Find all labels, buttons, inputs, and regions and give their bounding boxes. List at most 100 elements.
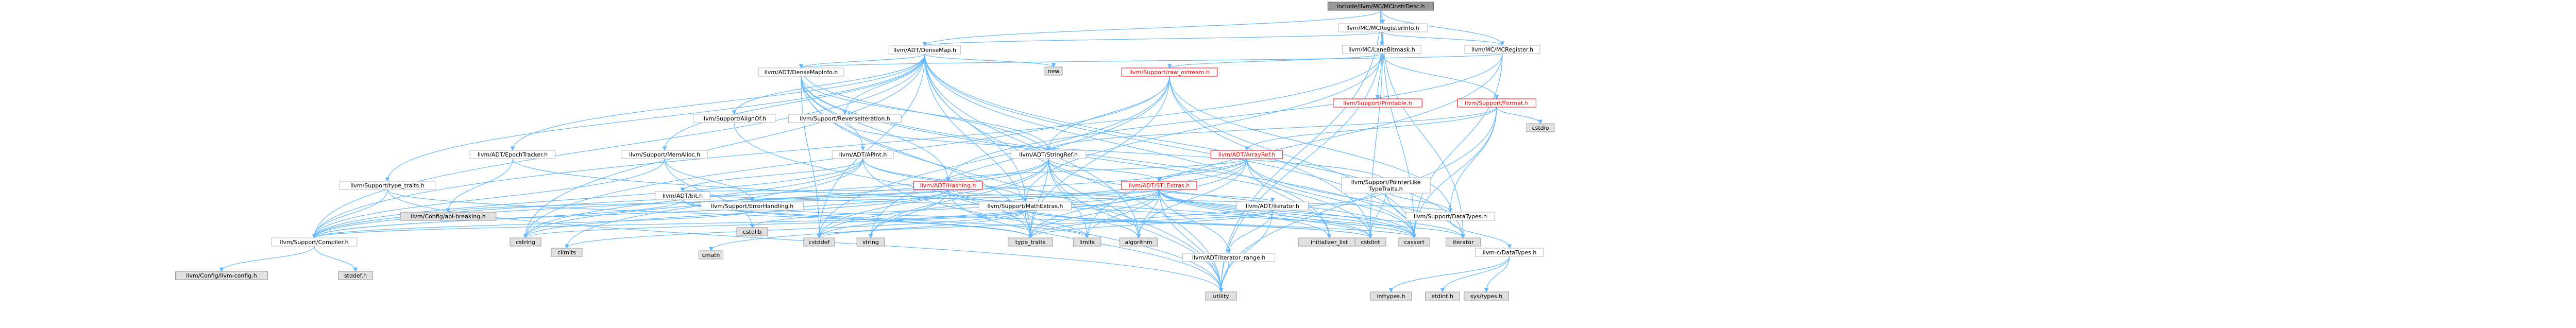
header-node[interactable]: llvm/MC/LaneBitmask.h: [1342, 45, 1421, 54]
node-box: [1121, 67, 1218, 77]
node-box: [736, 227, 768, 236]
header-node[interactable]: iterator: [1446, 237, 1481, 247]
header-node[interactable]: cstdint: [1354, 237, 1386, 247]
header-node[interactable]: llvm/MC/MCRegister.h: [1464, 45, 1540, 54]
dependency-edge: [312, 210, 753, 239]
header-node[interactable]: llvm/Support/raw_ostream.h: [1121, 67, 1218, 77]
header-node[interactable]: llvm/Support/Printable.h: [1333, 98, 1422, 108]
header-node[interactable]: llvm/ADT/iterator_range.h: [1182, 253, 1275, 262]
header-node[interactable]: llvm/ADT/iterator.h: [1236, 201, 1309, 211]
dependency-edge: [1218, 261, 1229, 293]
node-label: llvm/Support/MemAlloc.h: [629, 151, 700, 158]
node-box: [1464, 45, 1540, 54]
header-node[interactable]: stdint.h: [1425, 291, 1460, 301]
dependency-edge: [446, 158, 513, 213]
node-label: llvm/ADT/EpochTracker.h: [478, 151, 548, 158]
header-node[interactable]: cmath: [699, 250, 723, 260]
header-node[interactable]: sys/types.h: [1464, 291, 1509, 301]
dependency-edge: [385, 54, 925, 182]
header-node[interactable]: llvm/Support/AlignOf.h: [692, 114, 776, 123]
header-node[interactable]: llvm/ADT/EpochTracker.h: [469, 150, 556, 159]
node-box: [1182, 253, 1275, 262]
node-label: llvm/ADT/DenseMap.h: [893, 47, 956, 54]
node-label: llvm/Support/DataTypes.h: [1414, 213, 1487, 220]
header-node[interactable]: llvm/MC/MCRegisterInfo.h: [1338, 23, 1428, 32]
header-node[interactable]: llvm/Config/abi-breaking.h: [400, 212, 497, 221]
node-label: llvm/Support/Compiler.h: [280, 239, 348, 246]
node-box: [1338, 23, 1428, 32]
header-node[interactable]: new: [1044, 66, 1063, 76]
node-label: llvm/Support/Printable.h: [1343, 100, 1412, 107]
dependency-edge: [523, 210, 1026, 239]
dependency-edge: [1226, 210, 1273, 254]
header-node[interactable]: llvm/ADT/APInt.h: [832, 150, 894, 159]
header-node[interactable]: llvm/Config/llvm-config.h: [175, 271, 268, 280]
header-node[interactable]: llvm/ADT/DenseMapInfo.h: [758, 67, 844, 77]
header-node[interactable]: utility: [1205, 291, 1237, 301]
header-node[interactable]: cstddef: [803, 237, 835, 247]
header-node[interactable]: llvm/ADT/bit.h: [655, 191, 710, 200]
node-label: inttypes.h: [1377, 293, 1405, 300]
dependency-edge: [1046, 107, 1497, 151]
node-box: [1464, 291, 1509, 301]
header-node[interactable]: stddef.h: [338, 271, 373, 280]
node-label: llvm/MC/MCRegisterInfo.h: [1346, 25, 1419, 31]
header-node[interactable]: cstdio: [1526, 123, 1555, 132]
header-node[interactable]: cstdlib: [736, 227, 768, 236]
node-label: llvm/ADT/iterator_range.h: [1192, 254, 1265, 261]
node-label: cstdlib: [743, 229, 761, 235]
header-node[interactable]: llvm/ADT/StringRef.h: [1010, 150, 1087, 159]
header-node[interactable]: llvm/ADT/Hashing.h: [913, 181, 982, 190]
header-node[interactable]: llvm/ADT/ArrayRef.h: [1210, 150, 1283, 159]
node-label: llvm/MC/LaneBitmask.h: [1348, 46, 1415, 53]
header-node[interactable]: inttypes.h: [1370, 291, 1412, 301]
node-label: cstdio: [1532, 125, 1549, 131]
header-node[interactable]: llvm/Support/ReverseIteration.h: [788, 114, 902, 123]
header-node[interactable]: llvm/Support/Format.h: [1457, 98, 1536, 108]
dependency-edge: [799, 54, 925, 69]
header-node[interactable]: llvm/Support/MemAlloc.h: [621, 150, 708, 159]
header-node[interactable]: llvm/ADT/STLExtras.h: [1121, 181, 1197, 190]
header-node[interactable]: limits: [1073, 237, 1101, 247]
header-node[interactable]: cassert: [1398, 237, 1430, 247]
header-node[interactable]: climits: [551, 248, 583, 257]
dependency-edge: [1218, 107, 1497, 293]
header-node[interactable]: llvm/Support/type_traits.h: [339, 181, 436, 190]
header-node[interactable]: initializer_list: [1298, 237, 1361, 247]
header-node[interactable]: llvm/Support/DataTypes.h: [1405, 212, 1495, 221]
node-label: llvm-c/DataTypes.h: [1483, 249, 1537, 256]
header-node[interactable]: type_traits: [1008, 237, 1053, 247]
dependency-edge: [1159, 189, 1275, 203]
header-node[interactable]: string: [856, 237, 885, 247]
dependency-edge: [314, 246, 358, 272]
node-box: [1446, 237, 1481, 247]
header-node[interactable]: llvm-c/DataTypes.h: [1475, 248, 1544, 257]
dependency-edge: [1382, 31, 1505, 46]
node-label: cstring: [516, 239, 535, 246]
header-node[interactable]: cstring: [510, 237, 541, 247]
dependency-edge: [1272, 210, 1466, 239]
node-label: llvm/ADT/DenseMapInfo.h: [765, 69, 838, 76]
dependency-edge: [1025, 210, 1090, 239]
node-box: [1342, 45, 1421, 54]
header-node[interactable]: include/llvm/MC/MCInstrDesc.h: [1327, 2, 1434, 11]
node-box: [1236, 201, 1309, 211]
node-box: [271, 237, 358, 247]
dependency-edge: [312, 158, 665, 239]
node-label: include/llvm/MC/MCInstrDesc.h: [1337, 3, 1425, 10]
dependency-edge: [750, 189, 1160, 203]
node-box: [888, 45, 961, 55]
dependency-edge: [1136, 189, 1160, 239]
dependency-edge: [922, 10, 1381, 47]
header-node[interactable]: algorithm: [1119, 237, 1158, 247]
dependency-edge: [564, 210, 1026, 249]
header-node[interactable]: llvm/ADT/DenseMap.h: [888, 45, 961, 55]
node-label: llvm/MC/MCRegister.h: [1471, 46, 1533, 53]
node-label: climits: [557, 249, 576, 256]
header-node[interactable]: llvm/Support/MathExtras.h: [979, 201, 1072, 211]
dependency-edge: [1375, 53, 1382, 100]
header-node[interactable]: llvm/Support/Compiler.h: [271, 237, 358, 247]
header-node[interactable]: llvm/Support/ErrorHandling.h: [701, 201, 804, 211]
